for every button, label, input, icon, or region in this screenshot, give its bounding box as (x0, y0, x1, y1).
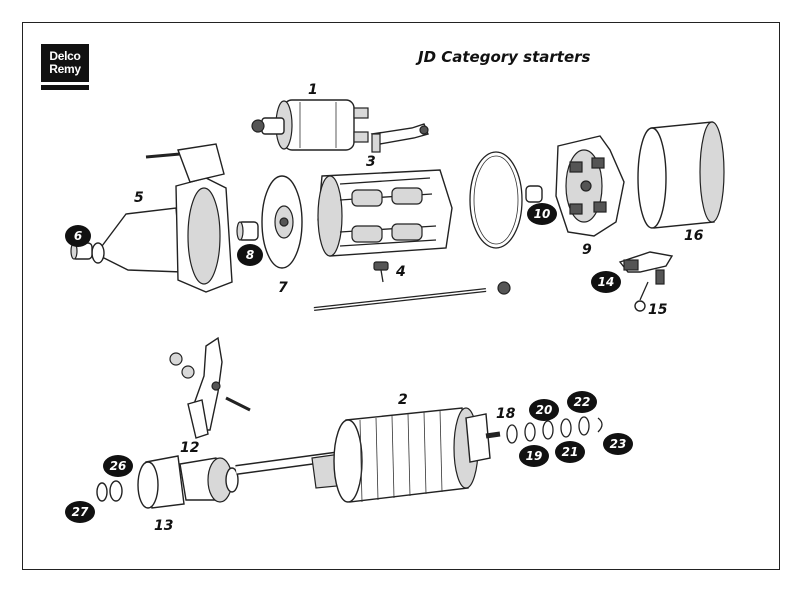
circled-label-8-text: 8 (246, 248, 254, 262)
part-6-bushing (70, 242, 93, 260)
circled-label-19-text: 19 (526, 449, 543, 463)
circled-label-27-text: 27 (72, 505, 89, 519)
circled-label-10: 10 (527, 203, 557, 225)
circled-label-19: 19 (519, 445, 549, 467)
part-2-armature (235, 407, 501, 503)
part-14-terminal (618, 251, 674, 273)
circled-label-6-text: 6 (74, 229, 82, 243)
circled-label-23: 23 (603, 433, 633, 455)
circled-label-14: 14 (591, 271, 621, 293)
part-3-link-bracket (370, 123, 429, 153)
part-26-27-rings (96, 480, 123, 502)
part-10-bushing (525, 185, 543, 203)
part-9-brush-holder (555, 135, 625, 237)
circled-label-20: 20 (529, 399, 559, 421)
part-1-solenoid (251, 99, 369, 151)
label-part-15: 15 (648, 302, 668, 318)
circled-label-23-text: 23 (610, 437, 627, 451)
circled-label-21: 21 (555, 441, 585, 463)
label-part-5: 5 (134, 190, 144, 206)
circled-label-10-text: 10 (534, 207, 551, 221)
label-part-9: 9 (582, 242, 592, 258)
label-part-7: 7 (278, 280, 288, 296)
circled-label-21-text: 21 (562, 445, 579, 459)
delco-remy-logo: Delco Remy (41, 44, 89, 94)
logo-line-1: Delco (49, 49, 81, 63)
part-13-pinion-drive (137, 455, 239, 509)
part-8-bushing (236, 221, 259, 241)
logo-line-2: Remy (49, 62, 81, 76)
part-7-plate (261, 175, 303, 269)
through-bolt (313, 281, 511, 311)
part-5-drive-housing (91, 143, 233, 293)
circled-label-22-text: 22 (574, 395, 591, 409)
label-part-2: 2 (398, 392, 408, 408)
part-3-field-coil-housing (317, 169, 453, 257)
label-part-3: 3 (366, 154, 376, 170)
circled-label-20-text: 20 (536, 403, 553, 417)
label-part-18: 18 (496, 406, 516, 422)
label-part-13: 13 (154, 518, 173, 534)
part-16-cover-band (637, 121, 725, 229)
label-part-1: 1 (308, 82, 318, 98)
part-15-nut (634, 269, 665, 312)
diagram-title: JD Category starters (418, 48, 591, 66)
circled-label-27: 27 (65, 501, 95, 523)
circled-label-22: 22 (567, 391, 597, 413)
part-12-shift-lever (169, 336, 251, 439)
circled-label-26: 26 (103, 455, 133, 477)
o-ring-seal (469, 151, 523, 249)
label-part-12: 12 (180, 440, 199, 456)
circled-label-14-text: 14 (598, 275, 615, 289)
label-part-4: 4 (395, 264, 406, 280)
circled-label-6: 6 (65, 225, 91, 247)
circled-label-26-text: 26 (110, 459, 127, 473)
washers-18-23 (506, 416, 603, 444)
part-4-screw (373, 261, 389, 283)
logo-underline (41, 85, 89, 90)
label-part-16: 16 (684, 228, 704, 244)
circled-label-8: 8 (237, 244, 263, 266)
